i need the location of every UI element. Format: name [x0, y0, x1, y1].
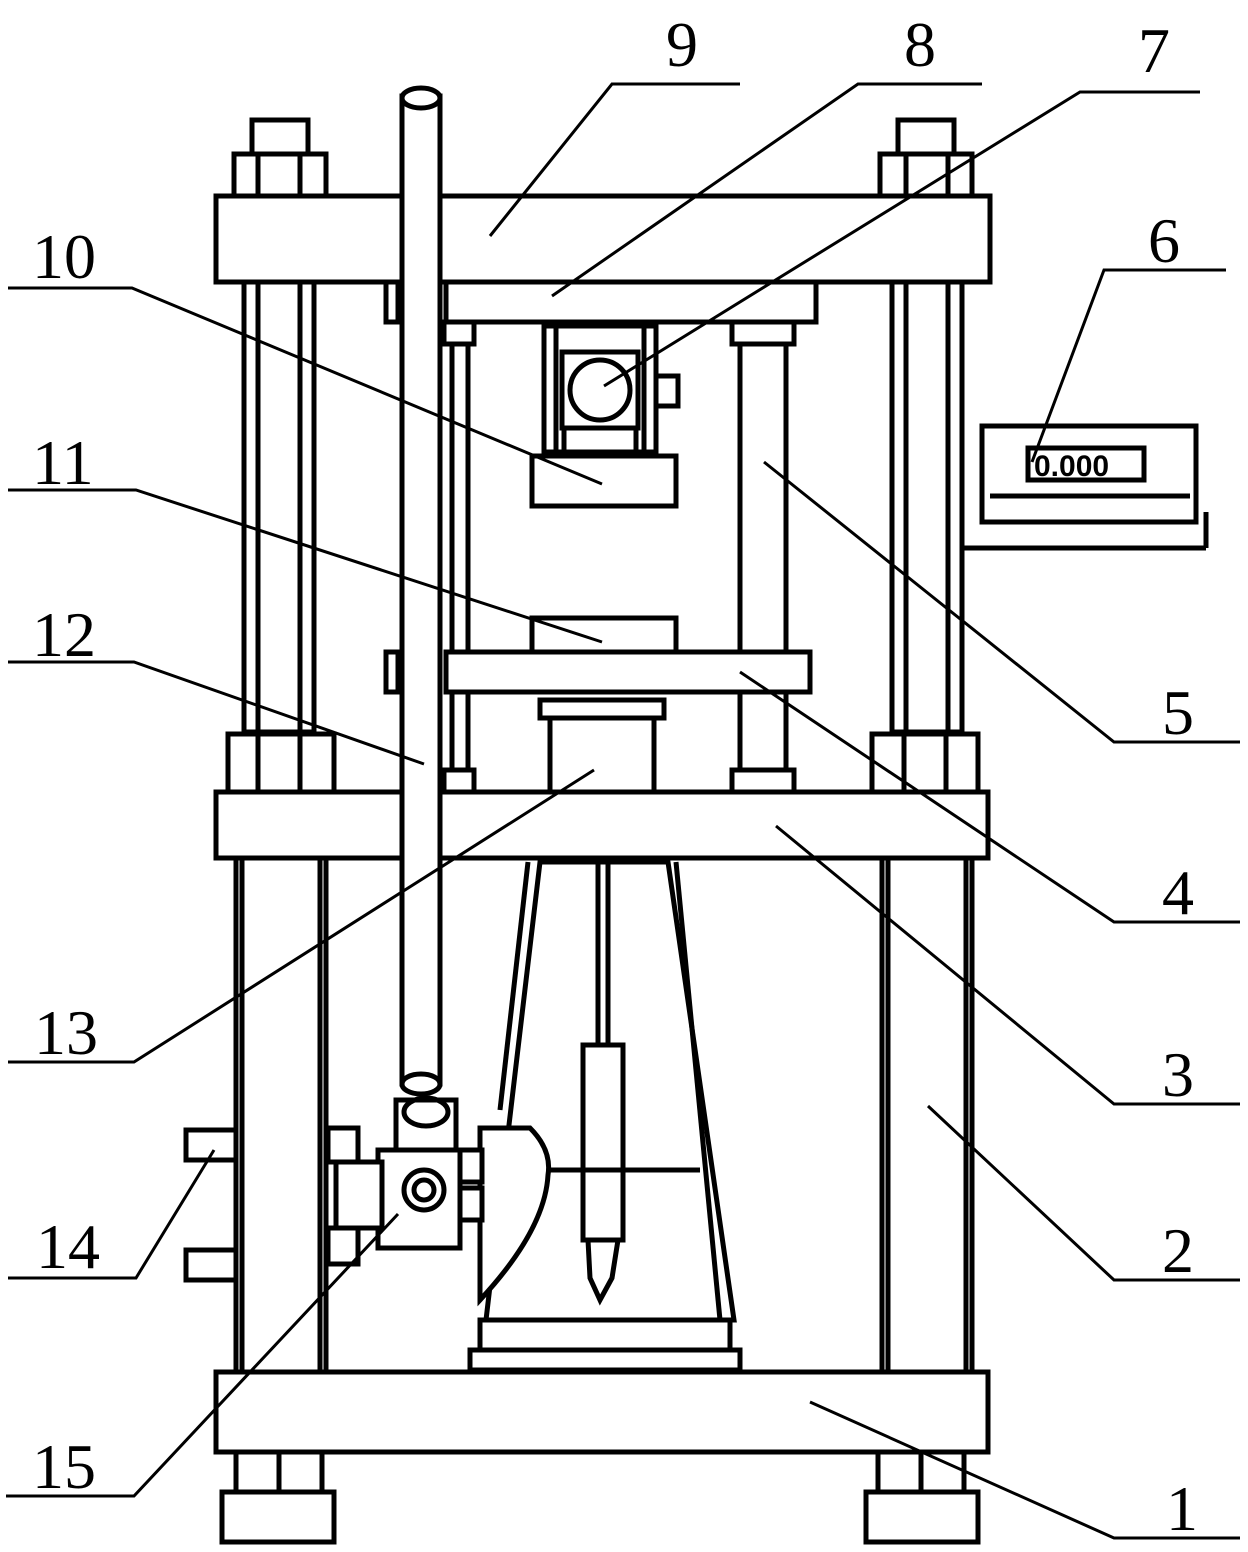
callout-7: 7	[1138, 15, 1170, 86]
pump-handle	[399, 85, 443, 1097]
callout-3: 3	[1162, 1039, 1194, 1110]
callout-9: 9	[666, 9, 698, 80]
middle-nuts	[225, 731, 981, 795]
upper-columns	[241, 277, 965, 735]
callout-13: 13	[34, 997, 98, 1068]
callout-8: 8	[904, 9, 936, 80]
top-plate	[213, 193, 993, 285]
upper-plate	[443, 279, 819, 325]
load-sensor	[541, 323, 681, 455]
callout-1: 1	[1166, 1473, 1198, 1544]
middle-plate	[213, 789, 991, 861]
leader-lines	[6, 82, 1240, 1540]
callout-6: 6	[1148, 205, 1180, 276]
callout-2: 2	[1162, 1215, 1194, 1286]
callout-5: 5	[1162, 677, 1194, 748]
callout-10: 10	[32, 221, 96, 292]
callout-12: 12	[32, 599, 96, 670]
foot-left	[219, 1449, 337, 1545]
lower-columns	[233, 855, 975, 1375]
release-knob	[183, 1127, 239, 1283]
lower-die	[529, 615, 679, 655]
top-nuts	[231, 117, 975, 199]
jack-assembly	[325, 859, 743, 1373]
callout-labels: 9 8 7 6 10 11 12 5 4 13 3 2 14 15 1	[32, 9, 1198, 1544]
base-plate	[213, 1369, 991, 1455]
foot-right	[863, 1449, 981, 1545]
callout-11: 11	[32, 427, 94, 498]
callout-15: 15	[32, 1431, 96, 1502]
digital-display: 0.000	[962, 423, 1209, 551]
movable-platen	[443, 649, 813, 695]
ram	[537, 697, 667, 795]
display-reading: 0.000	[1034, 450, 1109, 483]
callout-14: 14	[36, 1211, 100, 1282]
callout-4: 4	[1162, 857, 1194, 928]
guide-posts	[441, 319, 797, 795]
